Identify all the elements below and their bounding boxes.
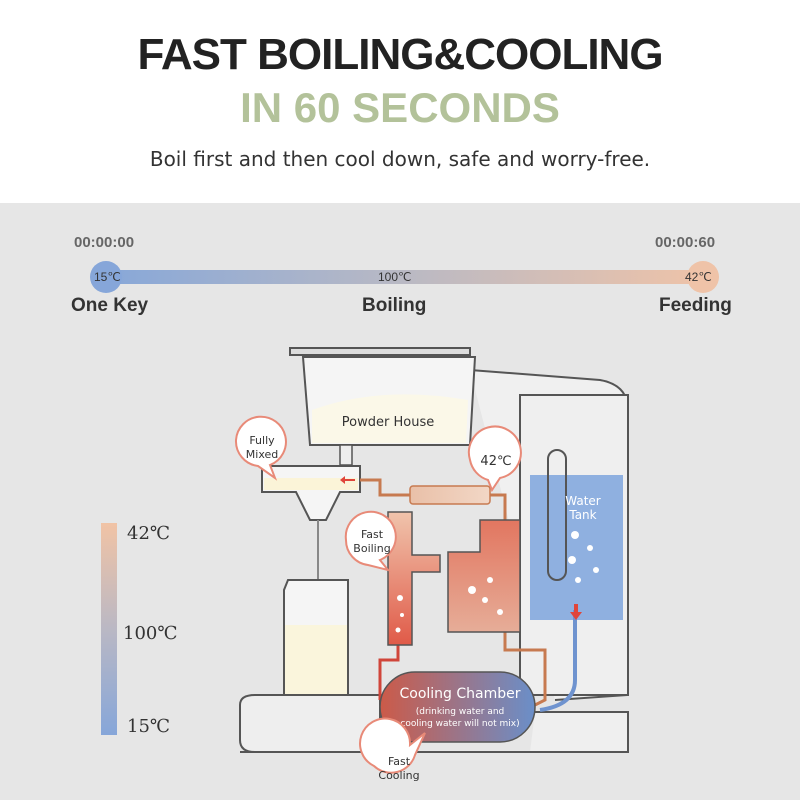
powder-house-label: Powder House xyxy=(342,415,434,430)
fully-mixed-1: Fully xyxy=(249,434,275,447)
cooling-note-1: (drinking water and xyxy=(416,707,505,717)
cooling-chamber xyxy=(379,671,536,743)
temperature-pipe xyxy=(409,485,491,505)
cooling-note-2: cooling water will not mix) xyxy=(400,719,519,729)
legend-bottom: 15℃ xyxy=(127,716,171,737)
heating-tank xyxy=(447,519,521,633)
end-time: 00:00:60 xyxy=(655,234,716,251)
water-tank-label-2: Tank xyxy=(568,508,596,522)
fully-mixed-2: Mixed xyxy=(246,448,278,461)
step-boiling: Boiling xyxy=(362,295,427,316)
end-dot xyxy=(687,261,719,293)
temperature-timeline-bar xyxy=(96,270,708,284)
water-tank-label-1: Water xyxy=(565,494,601,508)
headline-subtitle: IN 60 SECONDS xyxy=(240,84,560,131)
headline-title: FAST BOILING&COOLING xyxy=(137,30,663,79)
legend-top: 42℃ xyxy=(127,523,171,544)
temp-mid: 100℃ xyxy=(378,270,412,284)
temp-42-label: 42℃ xyxy=(480,454,511,469)
water-tank xyxy=(530,475,623,620)
fast-boiling-1: Fast xyxy=(361,528,384,541)
step-feeding: Feeding xyxy=(659,295,732,316)
tagline: Boil first and then cool down, safe and … xyxy=(149,147,651,171)
legend-mid: 100℃ xyxy=(123,623,178,644)
cooling-chamber-label: Cooling Chamber xyxy=(399,686,520,702)
start-dot xyxy=(90,261,122,293)
fast-cooling-2: Cooling xyxy=(378,769,419,782)
temperature-legend-bar xyxy=(101,523,117,735)
boiler xyxy=(387,511,441,646)
fast-boiling-2: Boiling xyxy=(353,542,390,555)
start-time: 00:00:00 xyxy=(74,234,135,251)
fast-cooling-1: Fast xyxy=(388,755,411,768)
temp-end: 42℃ xyxy=(685,270,712,284)
temp-start: 15℃ xyxy=(94,270,121,284)
step-one-key: One Key xyxy=(71,295,149,316)
